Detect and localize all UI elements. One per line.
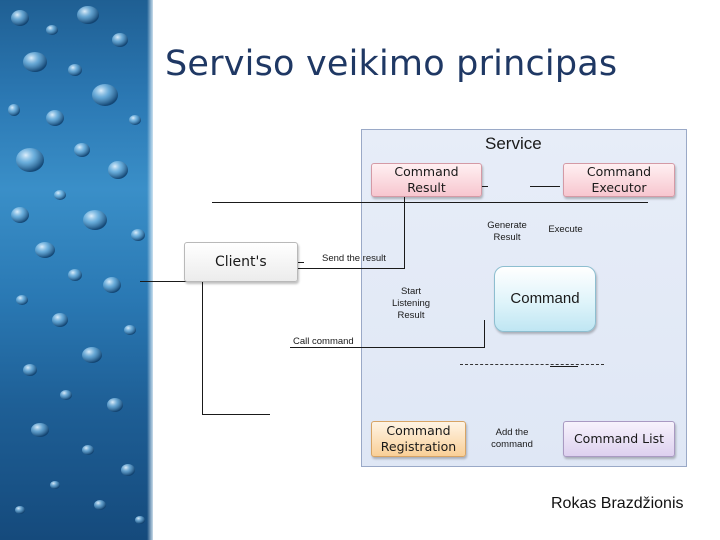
generate-result-line2: Result [493,232,521,243]
water-drops-image [8,6,145,524]
command-list-box: Command List [563,421,675,457]
send-result-label: Send the result [322,253,386,264]
command-list-label: Command List [573,431,665,446]
client-box: Client's [184,242,298,282]
author-name: Rokas Brazdžionis [551,495,684,512]
connector-line [140,281,202,282]
connector-line [293,268,405,269]
connector-line [212,202,648,203]
start-listening-line2: Listening [391,298,431,309]
command-label: Command [510,290,580,307]
command-registration-line2: Registration [380,439,457,454]
connector-line [404,196,405,269]
connector-line [530,186,560,187]
strip-edge-highlight [147,0,153,540]
add-command-line2: command [491,439,533,450]
connector-line [550,366,578,367]
client-label: Client's [215,254,267,270]
generate-result-line1: Generate [487,220,527,231]
execute-label: Execute [548,224,583,235]
add-command-line1: Add the [495,427,529,438]
command-registration-line1: Command [386,423,451,438]
command-result-box: Command Result [371,163,482,197]
start-listening-line3: Result [397,310,425,321]
command-executor-line1: Command [586,164,652,179]
add-command-label: Add the command [486,427,538,451]
start-listening-label: Start Listening Result [386,286,436,322]
command-registration-box: Command Registration [371,421,466,457]
command-result-line1: Command [394,164,459,179]
command-result-line2: Result [407,180,446,195]
connector-line [202,281,203,415]
connector-line [484,320,485,348]
water-drops-background [0,0,153,540]
service-label: Service [485,134,542,153]
generate-result-label: Generate Result [482,220,532,244]
connector-line [290,347,485,348]
slide-title: Serviso veikimo principas [165,44,618,84]
command-executor-box: Command Executor [563,163,675,197]
connector-line [202,414,270,415]
start-listening-line1: Start [400,286,422,297]
command-box: Command [494,266,596,332]
dashed-connector [460,364,604,365]
call-command-label: Call command [293,336,354,347]
command-executor-line2: Executor [591,180,647,195]
